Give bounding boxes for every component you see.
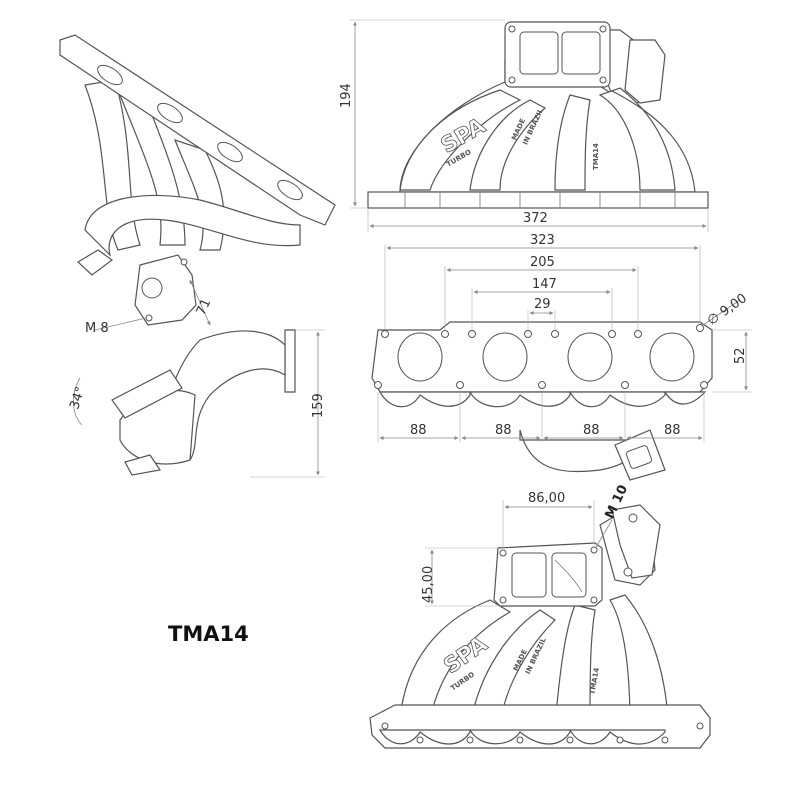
dim-86: 86,00 bbox=[528, 491, 565, 506]
dim-spacing-3: 88 bbox=[583, 423, 600, 438]
dim-hole-diameter: ∅ 9,00 bbox=[705, 291, 750, 329]
part-mark: TMA14 bbox=[592, 143, 600, 170]
dim-194: 194 bbox=[339, 83, 354, 108]
view-isometric-bottom-right: SPA TURBO MADE IN BRAZIL TMA14 86,00 M 1… bbox=[369, 483, 711, 749]
dim-52: 52 bbox=[733, 347, 748, 364]
model-title: TMA14 bbox=[168, 622, 249, 646]
dim-71: 71 bbox=[194, 297, 215, 318]
view-front-elevation: SPA TURBO MADE IN BRAZIL TMA14 194 372 bbox=[339, 19, 709, 232]
dim-45: 45,00 bbox=[421, 566, 436, 603]
dim-205: 205 bbox=[530, 255, 555, 270]
dim-spacing-2: 88 bbox=[495, 423, 512, 438]
flange-ports-iso bbox=[97, 64, 303, 201]
dim-323: 323 bbox=[530, 233, 555, 248]
view-flange-face: 323 205 147 29 ∅ 9,00 52 88 88 bbox=[371, 233, 752, 481]
flange-bolt-holes bbox=[374, 324, 708, 389]
dim-34-deg: 34° bbox=[67, 385, 88, 412]
dim-147: 147 bbox=[532, 277, 557, 292]
dim-m8: M 8 bbox=[85, 321, 109, 336]
view-isometric-top-left: M 8 71 bbox=[59, 34, 336, 336]
dim-spacing-1: 88 bbox=[410, 423, 427, 438]
dim-29: 29 bbox=[534, 297, 551, 312]
view-side-profile: 34° 159 bbox=[67, 329, 326, 478]
dim-372: 372 bbox=[523, 211, 548, 226]
dim-159: 159 bbox=[311, 393, 326, 418]
dim-spacing-4: 88 bbox=[664, 423, 681, 438]
